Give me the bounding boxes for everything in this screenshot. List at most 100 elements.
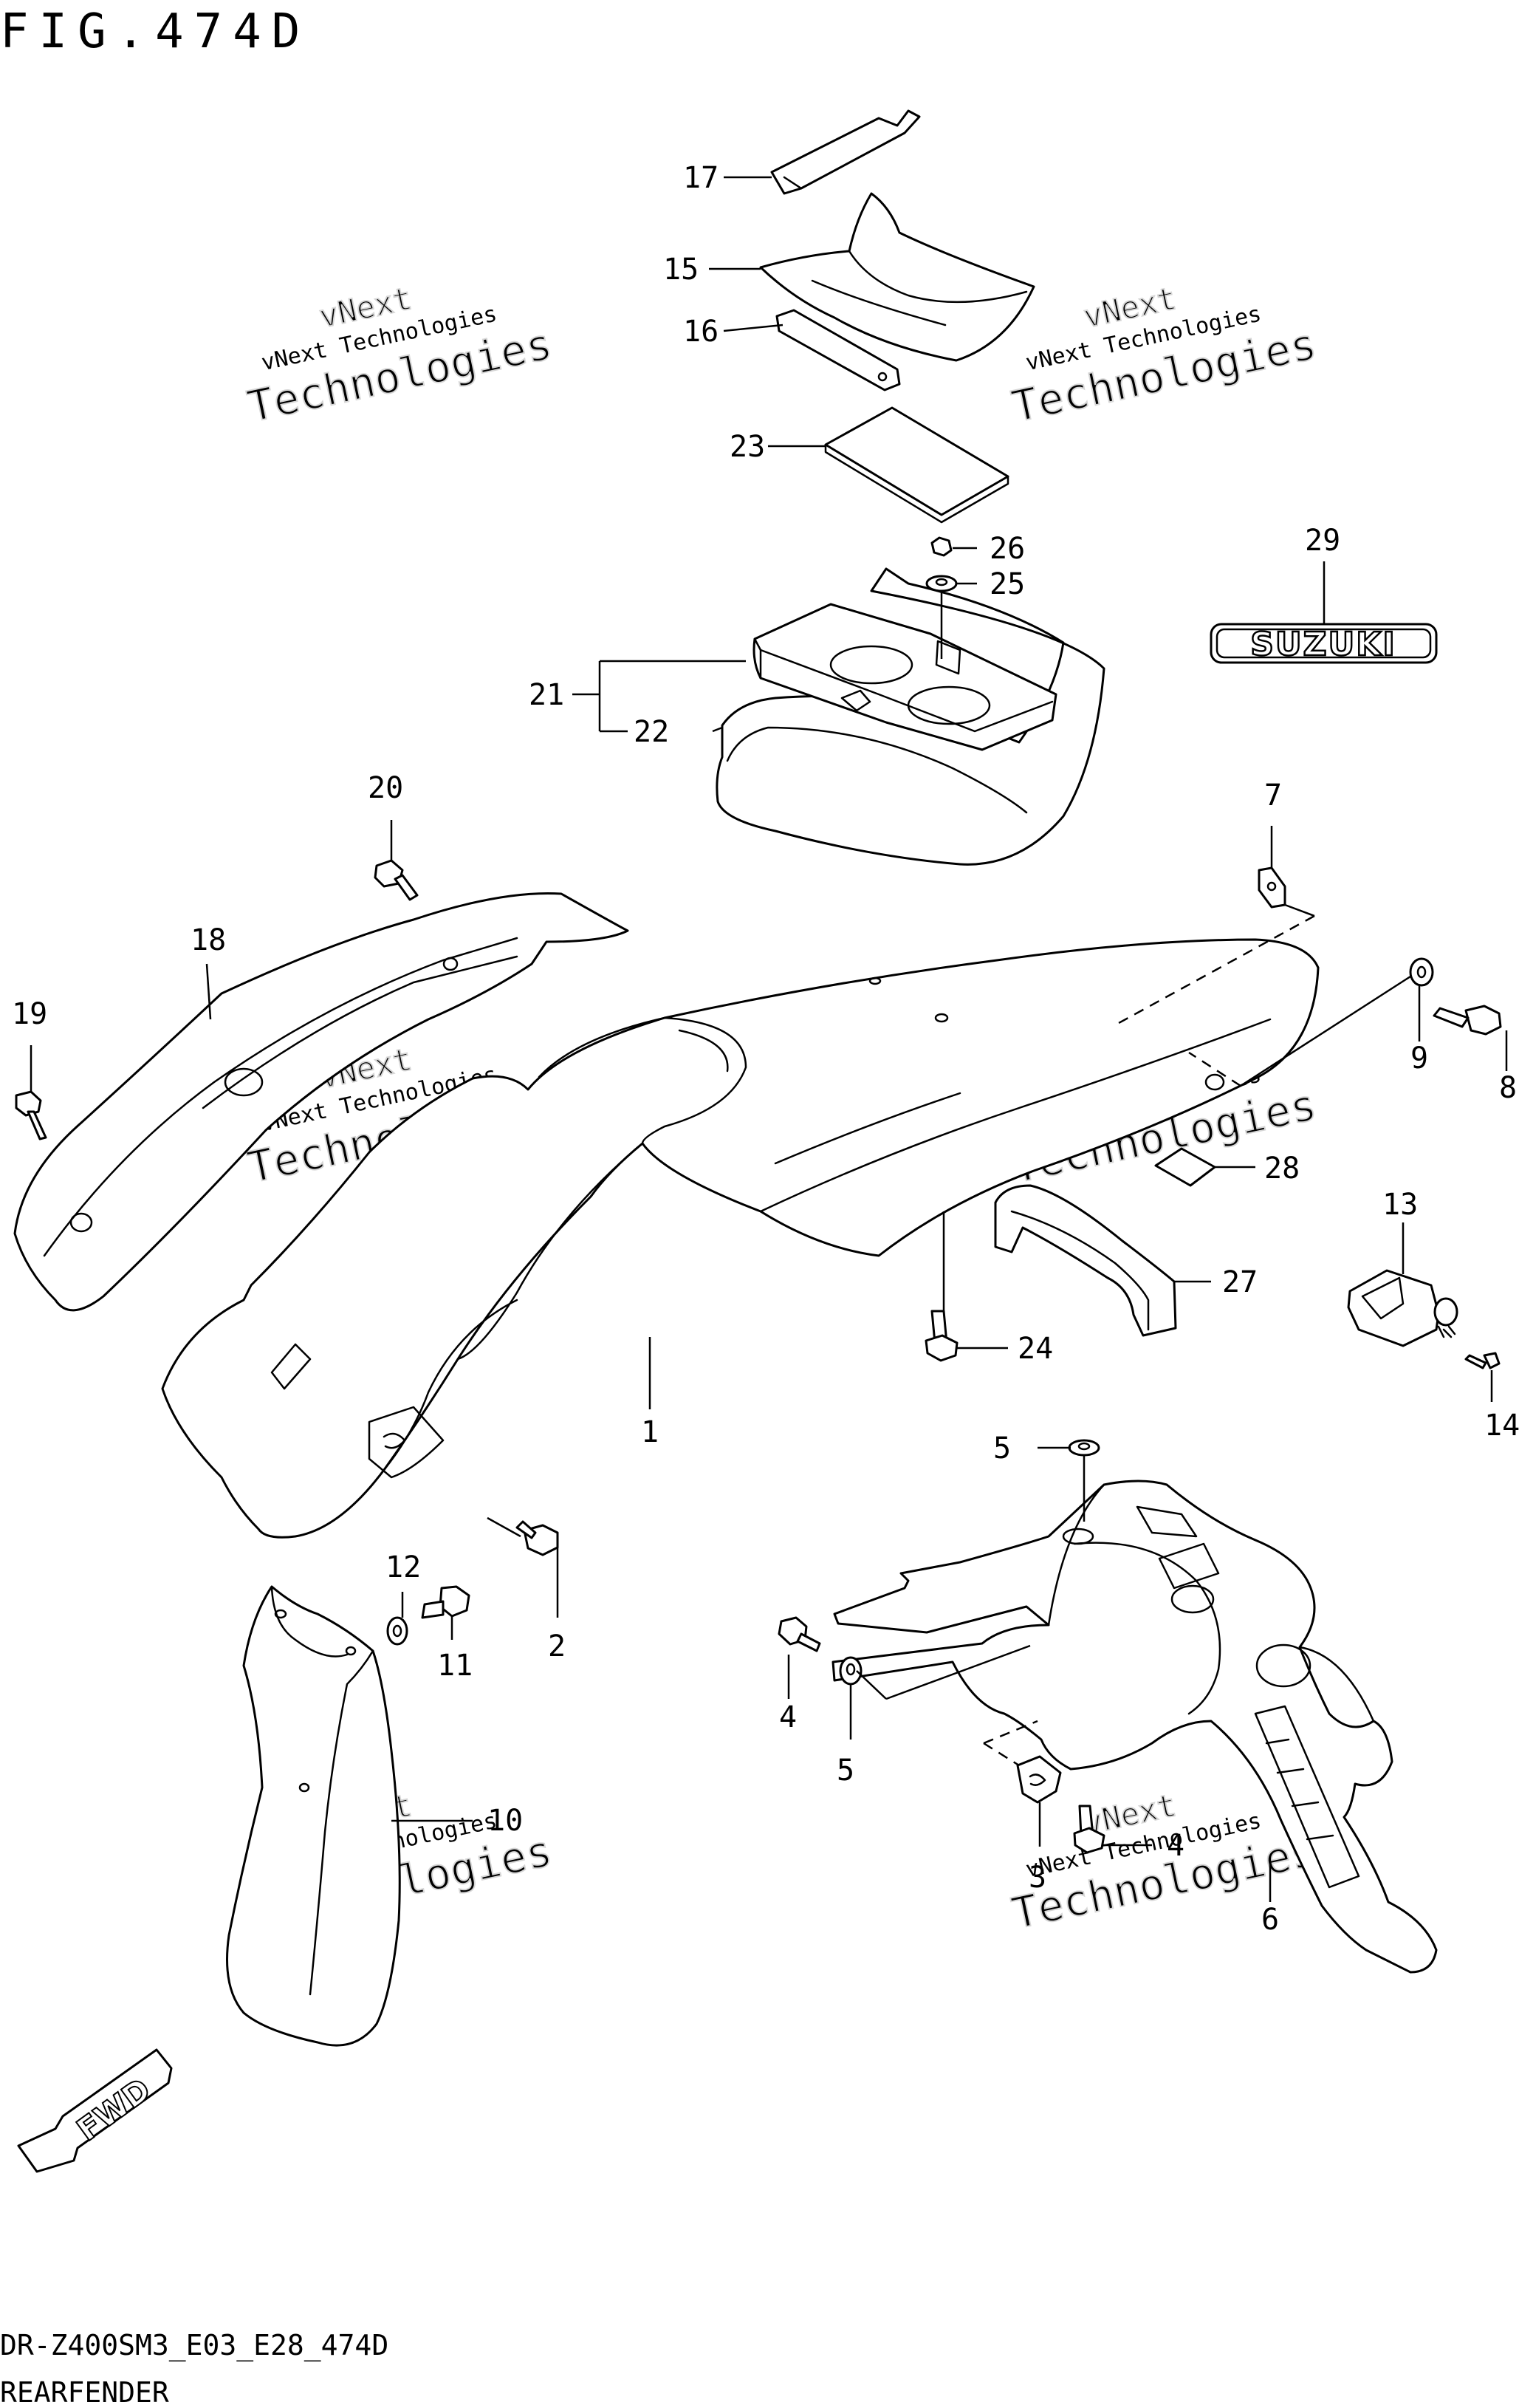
clip-part-3 — [1016, 1755, 1062, 1804]
case-clip-post — [935, 640, 961, 675]
washer-part-9 — [1409, 957, 1434, 987]
callout-13: 13 — [1382, 1188, 1418, 1222]
leader-lines — [30, 176, 1508, 1902]
side-cover-hole — [69, 1212, 93, 1233]
washer-hole — [1077, 1442, 1091, 1451]
tool-bag-part-15 — [759, 192, 1035, 362]
callout-15: 15 — [663, 253, 699, 287]
bracket-rib — [1073, 1542, 1221, 1715]
mud-flap-hole — [274, 1609, 287, 1619]
mud-flap-top — [270, 1585, 349, 1658]
callout-9: 9 — [1410, 1041, 1428, 1075]
case-inner-part-21 — [752, 603, 1057, 751]
callout-4-left: 4 — [779, 1700, 797, 1734]
fender-hole — [1204, 1073, 1225, 1091]
callout-6: 6 — [1261, 1903, 1279, 1937]
fender-mount-tab — [270, 1343, 312, 1390]
bolt-part-11 — [421, 1585, 470, 1619]
clip-hole — [1029, 1773, 1046, 1786]
strap-detail — [783, 176, 803, 190]
side-cover-ridge — [43, 937, 518, 1257]
fender-upper-edge — [538, 1016, 666, 1078]
callout-14: 14 — [1484, 1409, 1519, 1443]
callout-12: 12 — [385, 1550, 421, 1584]
side-cover-hole — [224, 1067, 264, 1097]
bolt-part-20 — [374, 859, 419, 901]
suzuki-emblem-text: SUZUKI — [1250, 626, 1396, 663]
tool-part-16 — [775, 309, 901, 391]
callout-26: 26 — [990, 532, 1025, 566]
bracket-wing — [1298, 1646, 1375, 1723]
mud-flap-hole — [298, 1782, 310, 1793]
fender-side-edge — [456, 1142, 644, 1361]
callout-17: 17 — [683, 161, 719, 195]
bolt-part-24 — [925, 1310, 959, 1362]
case-clip — [840, 689, 871, 712]
callout-5-upper: 5 — [993, 1432, 1011, 1465]
callout-28: 28 — [1264, 1152, 1300, 1186]
washer-hole — [935, 578, 948, 586]
fender-crease — [774, 1092, 961, 1165]
bracket-rib — [1158, 1542, 1220, 1590]
fender-crease — [759, 1018, 1272, 1213]
case-outer-rim — [726, 726, 1028, 814]
washer-hole — [1416, 965, 1427, 979]
tool-hole — [877, 372, 888, 382]
callout-27: 27 — [1222, 1265, 1258, 1299]
callout-16: 16 — [683, 315, 719, 349]
callout-3: 3 — [1029, 1861, 1046, 1895]
nut-part-26 — [930, 536, 953, 557]
case-cup-left — [829, 645, 913, 685]
watermark: vNext vNext Technologies Technologies — [242, 279, 557, 433]
strap-part-17 — [770, 109, 921, 195]
screw-part-14 — [1464, 1352, 1501, 1369]
side-cover-part-18 — [13, 892, 629, 1312]
reflector-part-13 — [1347, 1269, 1458, 1347]
case-cup-right — [907, 685, 991, 725]
callout-5-lower: 5 — [837, 1754, 854, 1788]
washer-hole — [392, 1624, 402, 1638]
mud-flap-part-10 — [226, 1585, 401, 2047]
callout-25: 25 — [990, 567, 1025, 601]
manual-edge — [824, 443, 1009, 524]
bracket-rib — [1136, 1505, 1198, 1538]
callout-10: 10 — [487, 1804, 523, 1838]
side-cover-hole — [442, 957, 459, 971]
clip-nut-hole — [1266, 881, 1277, 892]
bracket-hole — [1062, 1528, 1094, 1545]
callout-labels: 17 15 16 23 26 25 29 21 22 20 7 18 19 9 … — [12, 161, 1519, 1937]
grip-handle-part-27 — [994, 1184, 1177, 1337]
bolt-part-4-left — [778, 1616, 821, 1652]
bracket-arm-ribs — [1265, 1738, 1334, 1841]
case-inner-top — [753, 637, 1054, 733]
callout-22: 22 — [634, 715, 669, 749]
watermark: vNext vNext Technologies Technologies — [1007, 279, 1321, 433]
callout-18: 18 — [191, 923, 226, 957]
fender-inner-curve — [678, 1029, 729, 1073]
license-bracket-part-6 — [831, 1480, 1438, 1974]
callout-1: 1 — [641, 1415, 659, 1449]
callout-19: 19 — [12, 997, 47, 1031]
fender-hole — [868, 976, 882, 985]
bracket-hole — [1255, 1643, 1311, 1688]
mud-flap-ridge — [309, 1649, 374, 1996]
fender-bracket-slot — [383, 1432, 406, 1449]
callout-4-lower: 4 — [1167, 1829, 1184, 1863]
clip-nut-part-7 — [1258, 866, 1286, 909]
grip-handle-edge — [1010, 1210, 1150, 1331]
callout-2: 2 — [548, 1629, 566, 1663]
tool-bag-fold — [811, 279, 947, 326]
suzuki-emblem-part-29: SUZUKI — [1210, 623, 1438, 664]
side-cover-ridge — [202, 955, 518, 1109]
bolt-part-4-lower — [1073, 1805, 1105, 1854]
washer-part-12 — [386, 1616, 408, 1646]
fender-hole — [934, 1013, 949, 1023]
tool-bag-fold — [848, 250, 1028, 304]
callout-24: 24 — [1018, 1332, 1053, 1366]
fender-inner-curve — [641, 1016, 747, 1145]
callout-21: 21 — [529, 678, 564, 712]
callout-20: 20 — [368, 771, 403, 805]
figure-title: FIG.474D — [0, 4, 310, 59]
fender-lower-lip — [383, 1299, 518, 1471]
